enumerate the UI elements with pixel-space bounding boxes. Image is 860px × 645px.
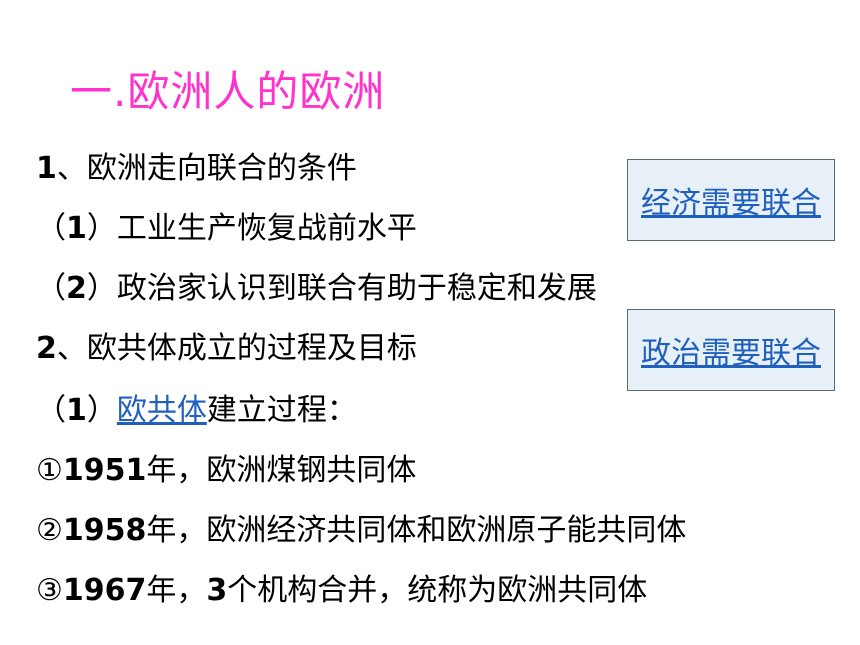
item-number: 1: [66, 211, 87, 246]
condition-1: （1）工业生产恢复战前水平: [36, 203, 417, 247]
paren-open: （: [36, 211, 66, 246]
section-text: 、欧洲走向联合的条件: [56, 151, 357, 186]
paren-open: （: [36, 393, 66, 428]
item-text: 建立过程：: [206, 393, 357, 428]
political-union-button[interactable]: 政治需要联合: [627, 309, 835, 391]
year: 1951: [62, 453, 147, 488]
section-2-heading: 2、欧共体成立的过程及目标: [36, 323, 417, 367]
circled-number-1: ①: [36, 453, 63, 488]
year: 1958: [62, 513, 147, 548]
circled-number-2: ②: [36, 513, 63, 548]
item-text: ）政治家认识到联合有助于稳定和发展: [86, 271, 597, 306]
section-number: 2: [36, 331, 57, 366]
timeline-1958: ②1958年，欧洲经济共同体和欧洲原子能共同体: [36, 505, 686, 549]
count-number: 3: [206, 573, 228, 608]
item-number: 1: [66, 393, 87, 428]
event-text: 年，: [146, 573, 207, 608]
ec-link[interactable]: 欧共体: [116, 393, 207, 428]
paren-open: （: [36, 271, 66, 306]
event-text: 年，欧洲经济共同体和欧洲原子能共同体: [146, 513, 687, 548]
event-text: 年，欧洲煤钢共同体: [146, 453, 417, 488]
paren-close: ）: [86, 393, 117, 428]
economic-union-button[interactable]: 经济需要联合: [627, 159, 835, 241]
condition-2: （2）政治家认识到联合有助于稳定和发展: [36, 263, 597, 307]
slide-title: 一.欧洲人的欧洲: [70, 67, 386, 116]
year: 1967: [62, 573, 147, 608]
item-text: ）工业生产恢复战前水平: [86, 211, 417, 246]
circled-number-3: ③: [36, 573, 63, 608]
section-1-heading: 1、欧洲走向联合的条件: [36, 143, 357, 187]
section-text: 、欧共体成立的过程及目标: [56, 331, 417, 366]
event-text: 个机构合并，统称为欧洲共同体: [227, 573, 648, 608]
timeline-1951: ①1951年，欧洲煤钢共同体: [36, 445, 416, 489]
ec-process-heading: （1）欧共体建立过程：: [36, 385, 357, 429]
timeline-1967: ③1967年，3个机构合并，统称为欧洲共同体: [36, 565, 647, 609]
section-number: 1: [36, 151, 57, 186]
item-number: 2: [66, 271, 87, 306]
